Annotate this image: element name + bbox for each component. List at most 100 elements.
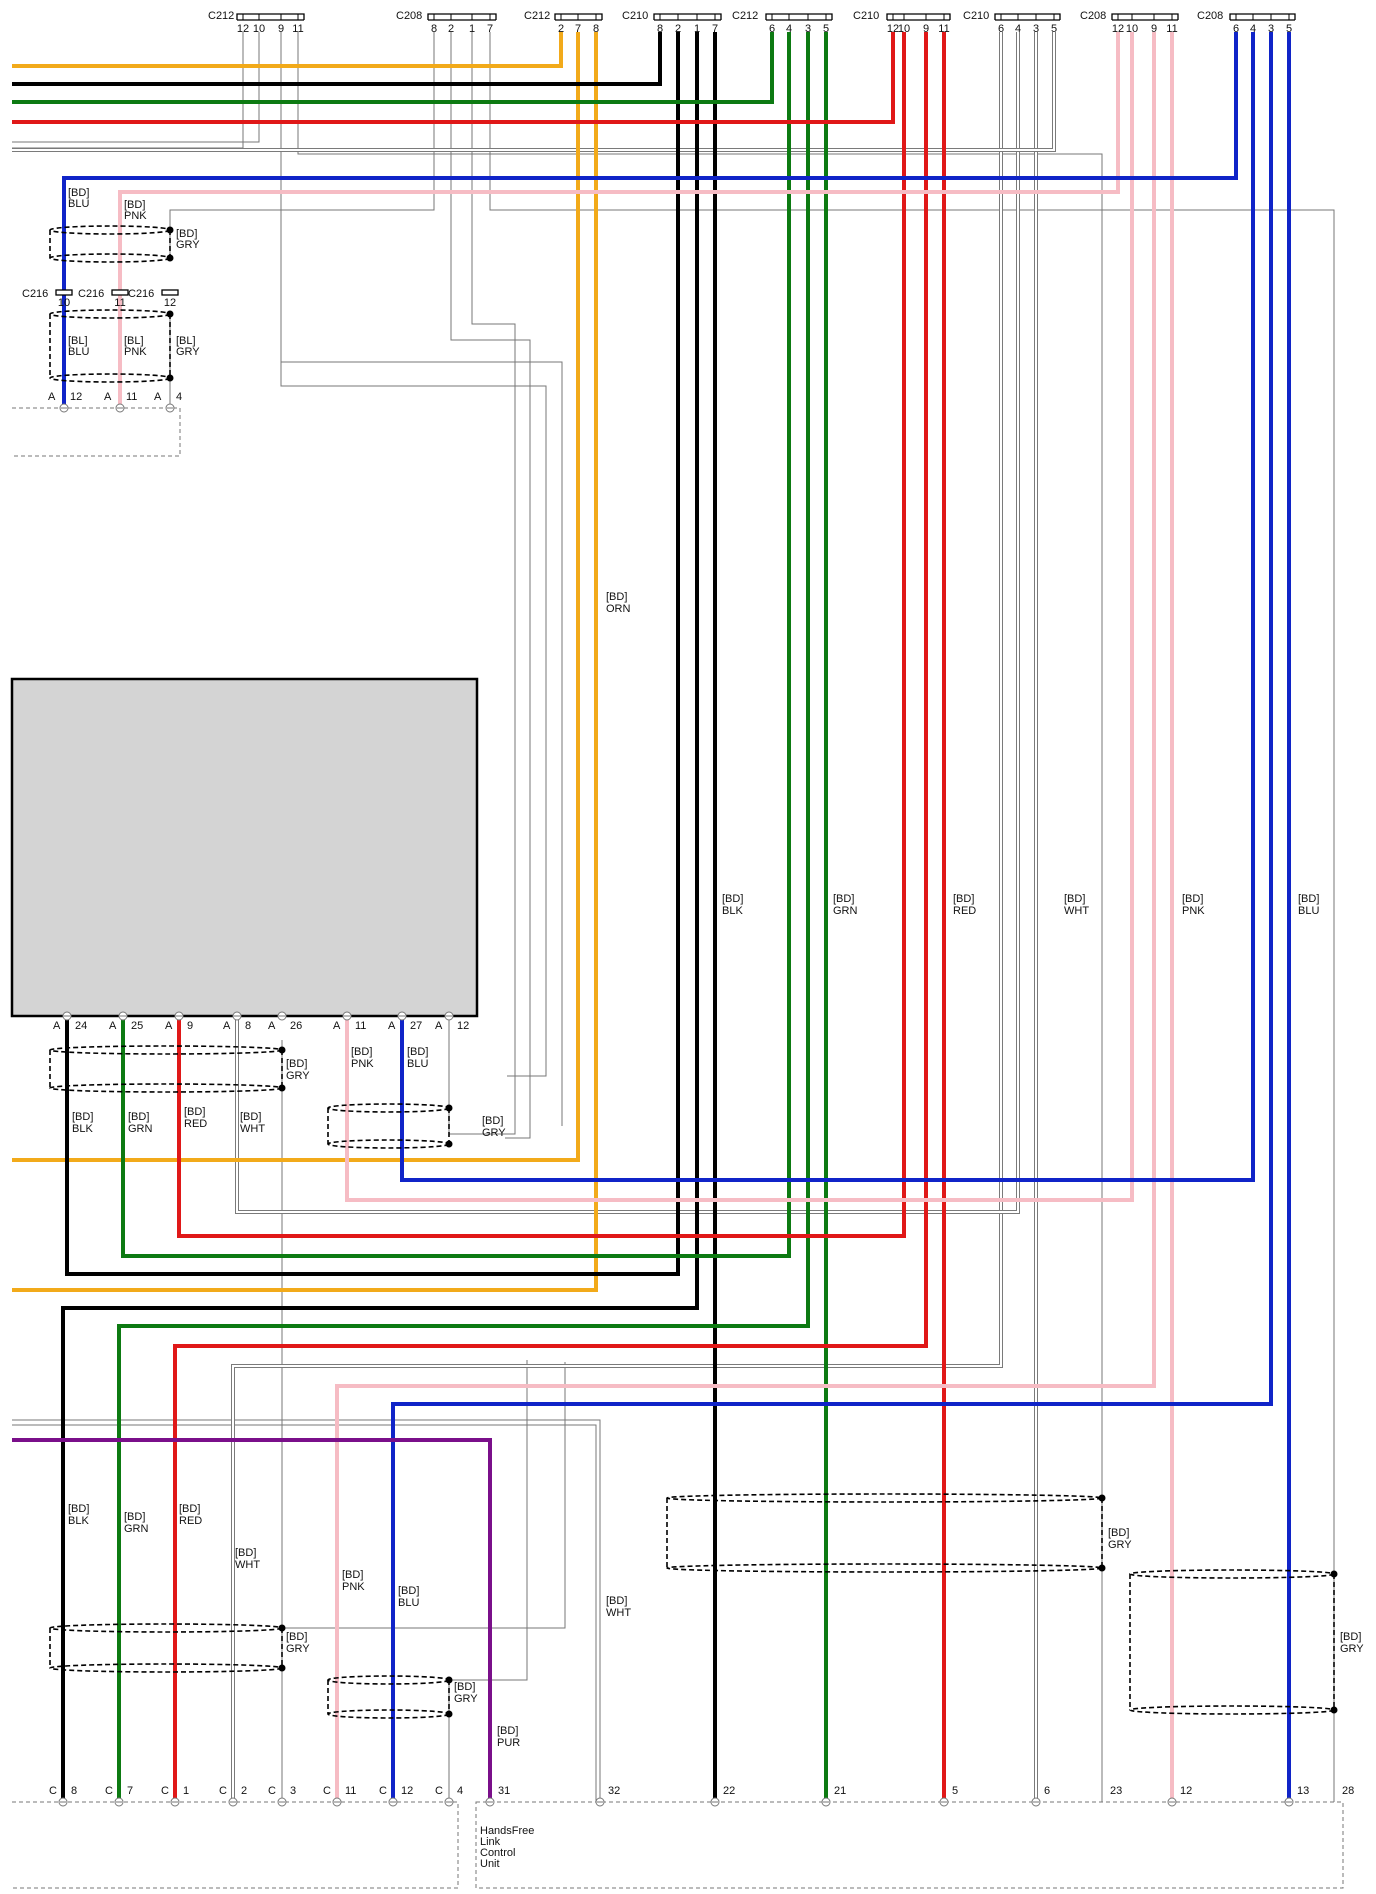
connector-bracket	[765, 13, 833, 20]
wire-label-color: BLU	[398, 1597, 419, 1609]
blu-wire-c208-6	[62, 32, 1238, 408]
wire-label-prefix: [BD]	[342, 1569, 363, 1581]
c216-connector-body	[55, 289, 73, 296]
wire-label-color: GRY	[1108, 1539, 1132, 1551]
shield-module-left-drain-dot-bottom	[278, 1084, 286, 1092]
thin-bottom-small-drain	[449, 1360, 528, 1681]
shield-module-right-drain-dot-bottom	[445, 1140, 453, 1148]
top-connector-pin-number: 1	[694, 23, 700, 35]
shield-bottom-right-bottom	[1129, 1705, 1335, 1715]
grn-wire-c212-6	[12, 32, 774, 104]
pin-row-letter: C	[105, 1785, 113, 1797]
top-connector-pin-number: 6	[769, 23, 775, 35]
c216-connector-id: C216	[22, 288, 48, 300]
pin-row-letter: A	[154, 391, 162, 403]
upper-wire-label-prefix: [BD]	[176, 228, 197, 240]
pin-number: 24	[75, 1020, 87, 1032]
wire-label-color: BLU	[1298, 905, 1319, 917]
shield-bottom-left-top	[49, 1623, 283, 1633]
top-connector-pin-number: 9	[923, 23, 929, 35]
wire-label-prefix: [BD]	[407, 1046, 428, 1058]
shield-bottom-left-bottom	[49, 1663, 283, 1673]
upper-wire-label-color: PNK	[124, 210, 147, 222]
orn-wire-c212-7	[12, 32, 580, 1162]
wire-label-prefix: [BD]	[454, 1681, 475, 1693]
pin-number: 26	[290, 1020, 302, 1032]
wire-label-prefix: [BD]	[235, 1547, 256, 1559]
wire-label-prefix: [BD]	[351, 1046, 372, 1058]
top-connector-pin-number: 9	[278, 23, 284, 35]
bottom-left-unit-frame	[12, 1801, 459, 1889]
top-connector-pin-number: 5	[1051, 23, 1057, 35]
wire-label-color: RED	[179, 1515, 202, 1527]
c216-pin-number: 11	[114, 297, 125, 309]
wire-label-color: GRY	[1340, 1643, 1364, 1655]
wire-label-color: GRN	[124, 1523, 149, 1535]
thin-c208-2	[450, 32, 531, 1139]
connector-bracket	[1229, 13, 1296, 20]
pin-number: 11	[355, 1020, 366, 1032]
pin-row-letter: A	[223, 1020, 231, 1032]
red-wire-c210-10-to-a9	[177, 32, 906, 1238]
wire-label-color: GRN	[833, 905, 858, 917]
pin-number: 12	[457, 1020, 469, 1032]
top-connector-pin-number: 8	[593, 23, 599, 35]
pin-row-letter: A	[48, 391, 56, 403]
pnk-wire-c208-12	[118, 32, 1120, 408]
pin-row-letter: C	[161, 1785, 169, 1797]
shield-bottom-left-drain-dot-bottom	[278, 1664, 286, 1672]
connector-bracket	[236, 13, 305, 20]
top-connector-id: C212	[524, 10, 550, 22]
wire-label-prefix: [BD]	[179, 1503, 200, 1515]
thin-wht-32-outer	[12, 1419, 601, 1802]
upper-wire-label-prefix: [BL]	[124, 335, 144, 347]
hfl-pin-number: 21	[834, 1785, 846, 1797]
top-connector-id: C208	[1197, 10, 1223, 22]
hfl-pin-number: 6	[1044, 1785, 1050, 1797]
shield-upper-2-top	[49, 309, 171, 319]
wire-label-prefix: [BD]	[286, 1058, 307, 1070]
pnk-wire-c208-10-to-a11	[345, 32, 1134, 1202]
pin-number: 11	[126, 391, 137, 403]
thin-c212-9b	[280, 32, 563, 1126]
red-wire-c210-9-to-c1	[173, 32, 928, 1802]
wire-label-color: BLK	[722, 905, 743, 917]
shield-bottom-small-drain-dot-bottom	[445, 1710, 453, 1718]
thin-c212-10	[12, 32, 260, 143]
shield-bottom-large-drain-dot-top	[1098, 1494, 1106, 1502]
pin-row-letter: A	[109, 1020, 117, 1032]
shield-upper-2-drain-dot-top	[166, 310, 174, 318]
wire-label-color: WHT	[235, 1559, 260, 1571]
hfl-pin-number: 31	[498, 1785, 510, 1797]
c216-connector-body	[161, 289, 179, 296]
connector-bracket	[653, 13, 722, 20]
top-connector-pin-number: 11	[1166, 23, 1177, 35]
shield-bottom-right-drain-dot-top	[1330, 1570, 1338, 1578]
module-box	[10, 677, 479, 1018]
wht-c210-5-left-outer	[12, 32, 1056, 152]
pin-number: 12	[70, 391, 82, 403]
wire-label-prefix: [BD]	[1340, 1631, 1361, 1643]
wire-label-prefix: [BD]	[72, 1111, 93, 1123]
shield-upper-2-drain-dot-bottom	[166, 374, 174, 382]
top-connector-pin-number: 8	[431, 23, 437, 35]
top-connector-pin-number: 2	[675, 23, 681, 35]
pin-row-letter: C	[379, 1785, 387, 1797]
shield-bottom-small-drain-dot-top	[445, 1676, 453, 1684]
wire-label-color: BLU	[407, 1058, 428, 1070]
pin-row-letter: A	[388, 1020, 396, 1032]
top-connector-pin-number: 4	[786, 23, 792, 35]
wire-label-prefix: [BD]	[722, 893, 743, 905]
blk-wire-c210-1-to-c8	[61, 32, 699, 1802]
wire-label-color: GRY	[454, 1693, 478, 1705]
upper-wire-label-color: BLU	[68, 198, 89, 210]
connector-bracket	[427, 13, 497, 20]
top-connector-id: C208	[1080, 10, 1106, 22]
top-connector-pin-number: 2	[558, 23, 564, 35]
pin-number: 27	[410, 1020, 422, 1032]
top-connector-pin-number: 12	[1112, 23, 1124, 35]
c216-connector-id: C216	[128, 288, 154, 300]
c216-pin-number: 12	[164, 297, 176, 309]
upper-wire-label-prefix: [BD]	[124, 199, 145, 211]
